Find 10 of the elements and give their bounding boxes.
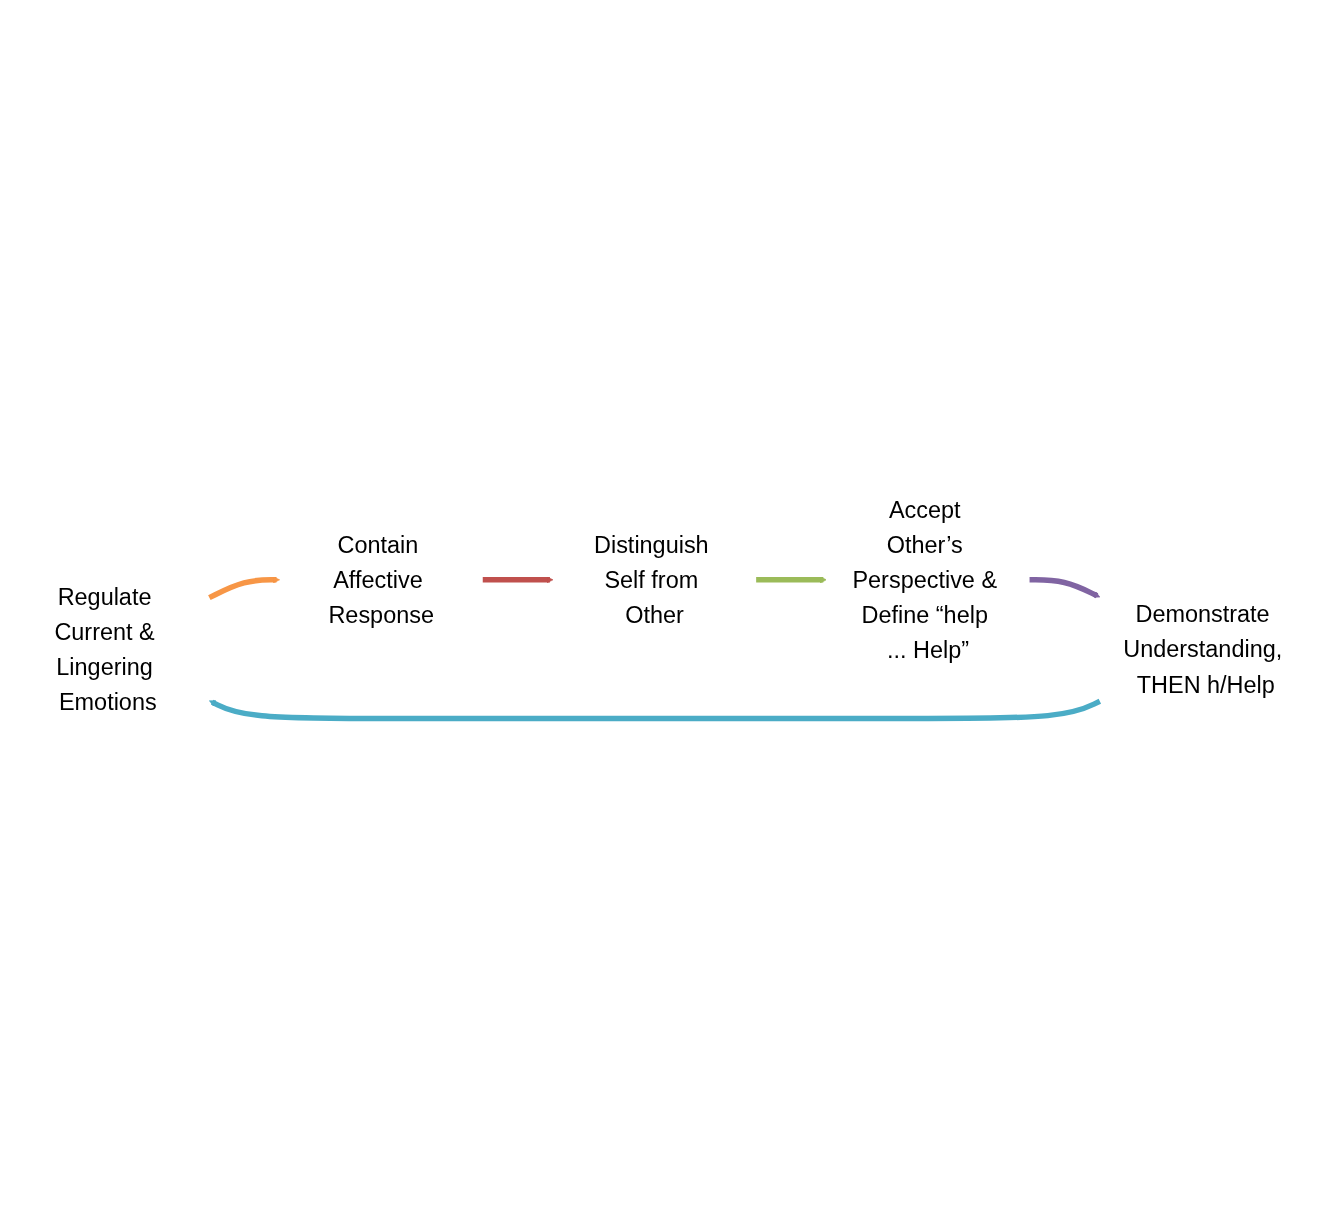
arrow bbox=[756, 576, 827, 584]
node-text: Distinguish Self from Other bbox=[594, 531, 709, 628]
node-text: Demonstrate Understanding, THEN h/Help bbox=[1123, 600, 1283, 697]
arrow bbox=[208, 576, 280, 600]
arrow bbox=[482, 576, 554, 584]
node-text: Accept Other’s Perspective & Define “help ... Help” bbox=[852, 496, 998, 663]
node-text: Regulate Current & Lingering Emotions bbox=[54, 583, 157, 715]
node-text: Contain Affective Response bbox=[328, 531, 434, 628]
arrow bbox=[1029, 576, 1101, 598]
arrow bbox=[209, 698, 1102, 721]
